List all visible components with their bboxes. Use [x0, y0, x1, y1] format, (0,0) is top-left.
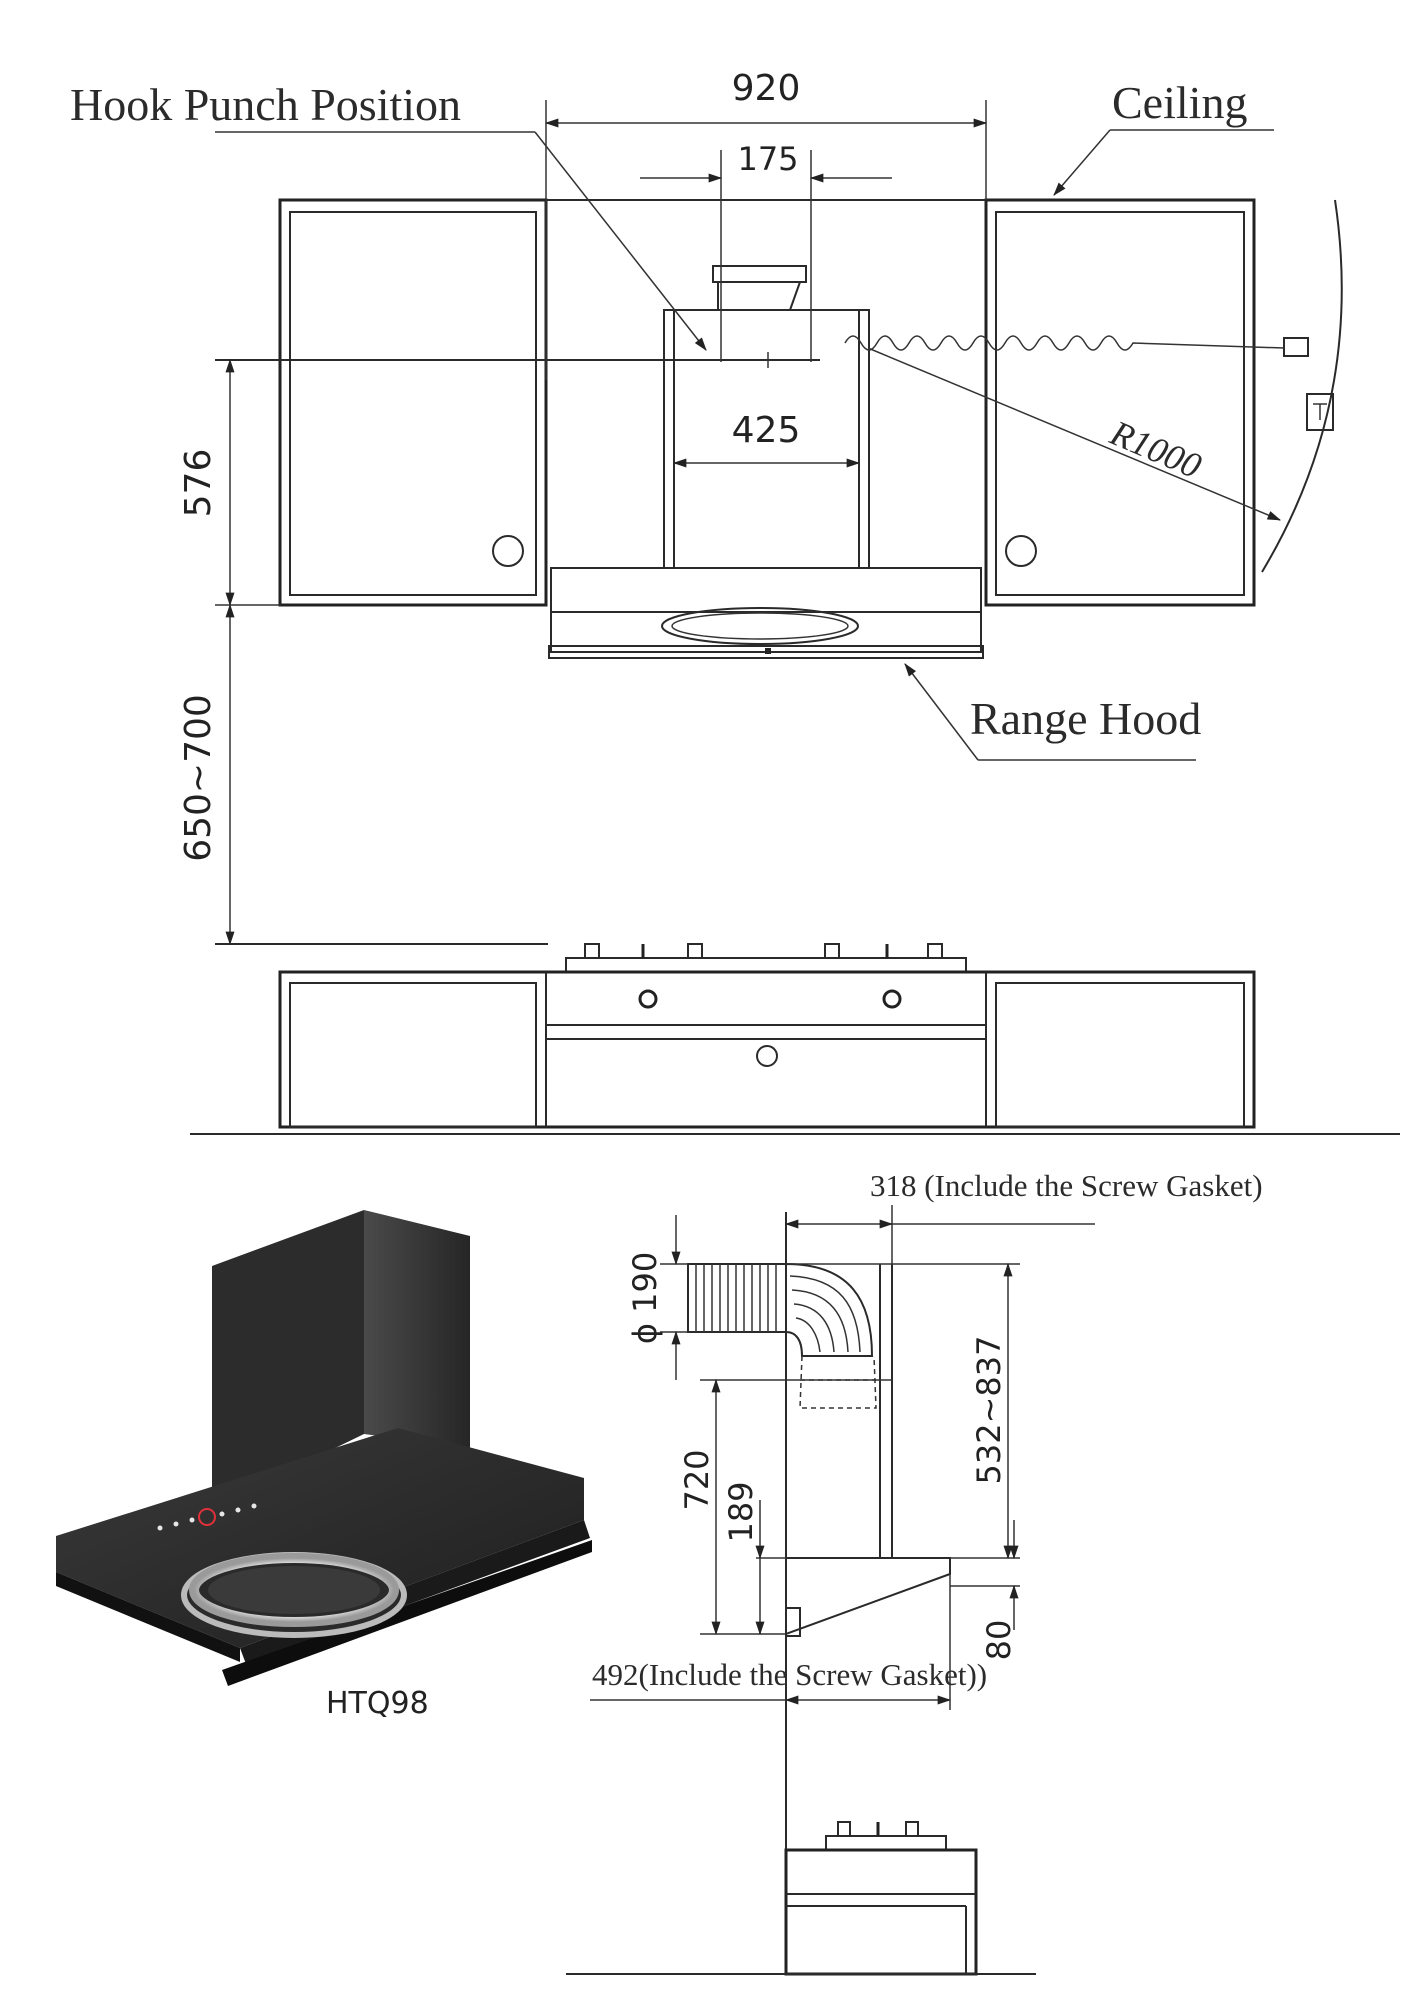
dim-920: 920: [732, 68, 801, 109]
left-upper-cabinet: [278, 198, 548, 607]
hook-bracket: [712, 265, 807, 283]
hood-bottom-panel: [548, 645, 984, 659]
front-panel-render: [222, 1540, 592, 1686]
side-hob: [825, 1821, 947, 1851]
dim-532-837: 532~837: [970, 1336, 1008, 1485]
dim-175: 175: [737, 140, 798, 178]
hood-intake-ring: [661, 607, 859, 645]
exhaust-duct: [687, 1263, 787, 1333]
right-upper-cabinet: [984, 198, 1256, 607]
dim-425: 425: [732, 410, 801, 451]
dim-720: 720: [678, 1449, 716, 1510]
lower-cabinet-knob: [756, 1045, 778, 1067]
side-view: 318 (Include the Screw Gasket) ϕ 190 532…: [566, 1168, 1263, 1976]
side-lower-cabinet: [784, 1848, 978, 1976]
hob-knob-right: [882, 989, 902, 1009]
dim-650-700: 650~700: [178, 694, 219, 862]
callout-hook-punch-position: Hook Punch Position: [70, 79, 461, 130]
power-plug: [1283, 337, 1309, 357]
front-view: R1000 920 175 425 576 650~700 Hook Punch…: [70, 68, 1400, 1135]
control-panel-icons: [157, 1503, 257, 1531]
dim-80: 80: [980, 1620, 1018, 1661]
left-cabinet-door: [289, 211, 537, 596]
power-button-icon: [198, 1508, 216, 1526]
chimney-render: [364, 1210, 470, 1448]
duct-elbow: [785, 1262, 874, 1357]
dim-492: 492(Include the Screw Gasket)): [592, 1657, 987, 1692]
product-model: HTQ98: [326, 1686, 429, 1721]
dim-duct-diameter: ϕ 190: [626, 1252, 664, 1344]
dim-189: 189: [722, 1481, 760, 1542]
right-cabinet-door: [995, 211, 1245, 596]
lower-cabinets: [278, 970, 1256, 1129]
hood-body: [550, 567, 982, 613]
dim-318: 318 (Include the Screw Gasket): [870, 1168, 1263, 1203]
reach-arc: [1261, 199, 1343, 573]
callout-ceiling: Ceiling: [1112, 77, 1247, 128]
product-render: HTQ98: [56, 1210, 592, 1721]
right-cabinet-knob: [1005, 535, 1037, 567]
hob: [565, 943, 967, 973]
dim-576: 576: [178, 449, 219, 518]
left-cabinet-knob: [492, 535, 524, 567]
radius-label: R1000: [1104, 412, 1207, 486]
duct-extension-dashed: [799, 1355, 877, 1409]
callout-range-hood: Range Hood: [970, 693, 1201, 744]
hood-side-profile: [785, 1557, 951, 1636]
power-cable-coil: [844, 335, 1285, 351]
power-socket: [1306, 393, 1334, 431]
hob-knob-left: [638, 989, 658, 1009]
